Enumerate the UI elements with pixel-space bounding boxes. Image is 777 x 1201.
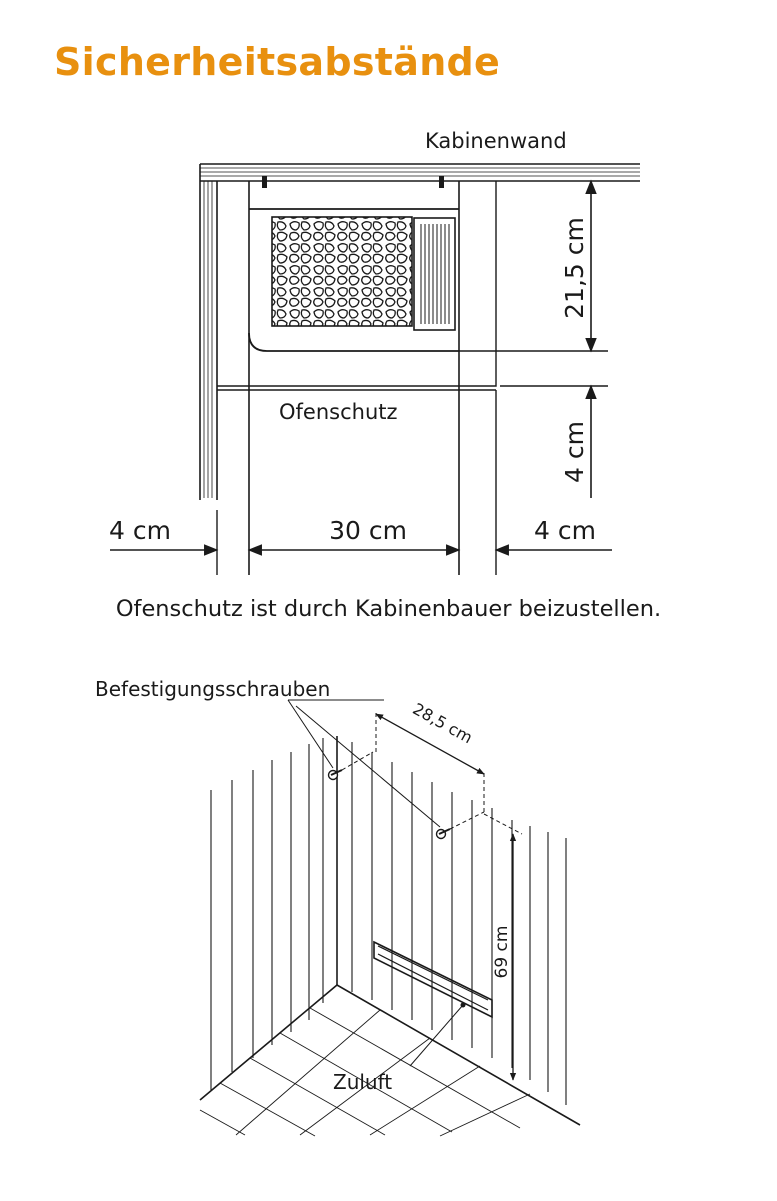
dim-left-label: 4 cm xyxy=(109,516,171,545)
mounting-diagram: 28,5 cm 69 cm Befestigungsschrauben Zulu… xyxy=(95,677,581,1137)
wall-planks-left xyxy=(210,738,324,1090)
dimension-right-4: 4 cm xyxy=(494,516,612,556)
cabin-wall-top xyxy=(200,163,640,182)
floor-tiles xyxy=(199,1007,531,1137)
oven-guard xyxy=(217,181,497,391)
cabin-wall-left xyxy=(199,164,218,500)
sauna-oven xyxy=(248,176,460,575)
oven-guard-label: Ofenschutz xyxy=(279,400,398,424)
dimension-height-21-5: 21,5 cm xyxy=(560,179,597,353)
page-title: Sicherheitsabstände xyxy=(54,40,501,84)
dimension-width-30: 30 cm xyxy=(247,516,461,556)
screw-icon xyxy=(327,769,343,781)
cabin-wall-label: Kabinenwand xyxy=(425,129,567,153)
caption-note: Ofenschutz ist durch Kabinenbauer beizus… xyxy=(115,596,662,622)
screw-icon xyxy=(435,828,451,840)
dimension-height-69: 69 cm xyxy=(492,833,517,1081)
dim-right-label: 4 cm xyxy=(534,516,596,545)
dimension-guard-4: 4 cm xyxy=(560,384,597,498)
dimension-left-4: 4 cm xyxy=(109,516,219,556)
dim-screw-spacing-label: 28,5 cm xyxy=(410,699,476,747)
stones-icon xyxy=(271,216,413,327)
dim-height-69-label: 69 cm xyxy=(492,926,512,979)
vent-label: Zuluft xyxy=(333,1070,392,1094)
screws-label: Befestigungsschrauben xyxy=(95,677,330,701)
dim-height-label: 21,5 cm xyxy=(560,217,589,319)
dim-width-label: 30 cm xyxy=(329,516,407,545)
dim-guard-label: 4 cm xyxy=(560,421,589,483)
top-view-diagram: 21,5 cm 4 cm 4 cm 30 cm 4 cm Kabinenwand… xyxy=(109,129,640,575)
